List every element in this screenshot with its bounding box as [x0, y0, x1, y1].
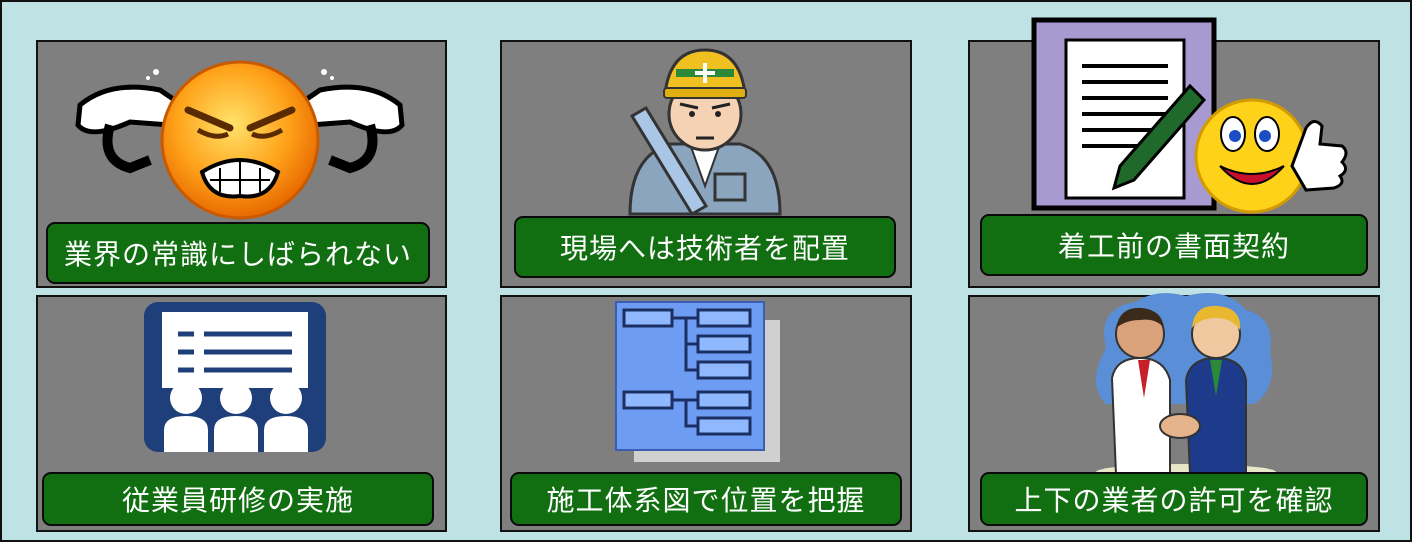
- card-label: 業界の常識にしばられない: [46, 222, 430, 284]
- construction-engineer-icon: [628, 48, 782, 217]
- card-label: 着工前の書面契約: [980, 214, 1368, 276]
- card-label: 現場へは技術者を配置: [514, 216, 896, 278]
- handshake-icon: [1096, 293, 1276, 480]
- angry-face-covering-ears-icon: [75, 60, 405, 220]
- card-label: 施工体系図で位置を把握: [510, 472, 902, 526]
- card-label: 従業員研修の実施: [42, 472, 434, 526]
- card-label: 上下の業者の許可を確認: [980, 472, 1368, 526]
- training-audience-icon: [144, 302, 326, 452]
- contract-and-thumbs-up-icon: [1031, 17, 1348, 214]
- hierarchy-chart-icon: [615, 301, 780, 462]
